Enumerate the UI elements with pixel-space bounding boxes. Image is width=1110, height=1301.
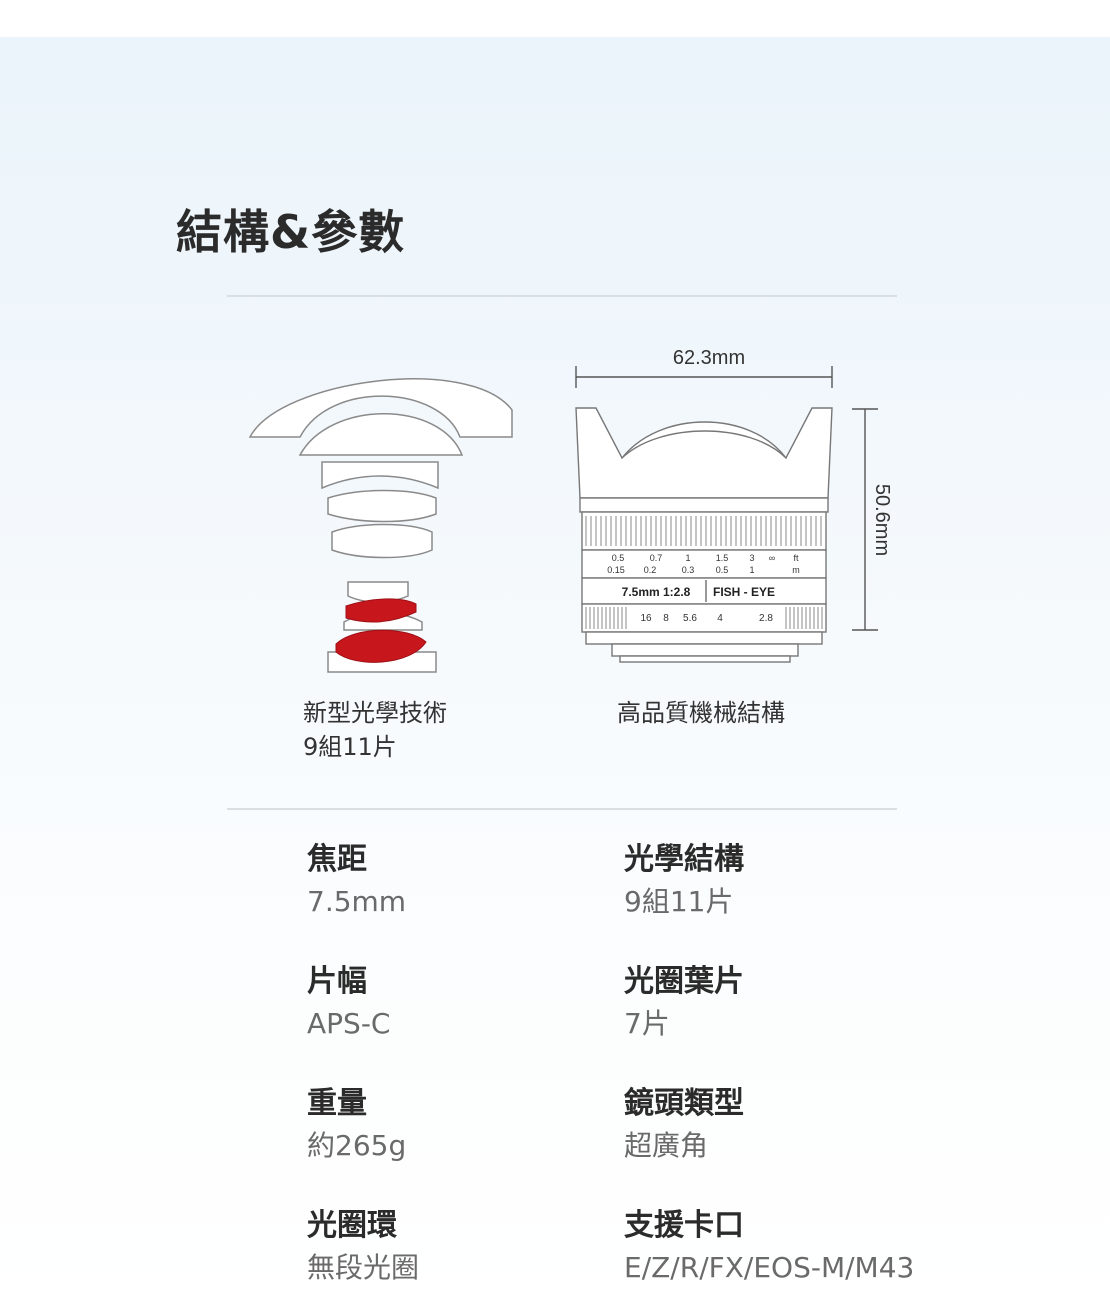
lens-type-label: FISH - EYE — [713, 585, 775, 599]
spec-label: 鏡頭類型 — [624, 1086, 744, 1121]
spec-label: 光學結構 — [624, 842, 744, 877]
focus-m-label: 0.5 — [716, 565, 729, 575]
focus-ft-label: 1.5 — [716, 553, 729, 563]
mechanics-caption: 高品質機械結構 — [617, 699, 785, 727]
spec-value: 7.5mm — [307, 885, 407, 918]
optics-caption-line1: 新型光學技術 — [303, 699, 447, 727]
lens-element-1 — [248, 378, 513, 438]
aperture-scale-label: 5.6 — [683, 613, 697, 624]
focus-grip-ribs — [585, 516, 822, 546]
lens-element-3 — [321, 461, 439, 490]
spec-label: 支援卡口 — [624, 1208, 744, 1243]
spec-label: 重量 — [307, 1086, 367, 1121]
focus-m-label: 0.2 — [644, 565, 657, 575]
height-dimension — [852, 408, 878, 631]
highlighted-lens-elements — [335, 598, 427, 663]
aperture-ring-ribs-left — [585, 607, 627, 629]
aperture-ring-ribs-right — [785, 607, 823, 629]
spec-value: 9組11片 — [624, 885, 734, 918]
width-label: 62.3mm — [673, 347, 745, 369]
focus-ft-label: ∞ — [769, 553, 775, 563]
aperture-scale-label: 2.8 — [759, 613, 773, 624]
lens-element-7-red — [345, 598, 417, 623]
spec-mount: 支援卡口 E/Z/R/FX/EOS-M/M43 — [624, 1206, 944, 1288]
spec-value: 7片 — [624, 1007, 670, 1040]
aperture-scale-label: 8 — [663, 613, 669, 624]
focus-m-row: 0.15 0.2 0.3 0.5 1 m — [607, 565, 800, 575]
lens-element-2 — [298, 413, 464, 456]
spec-value: APS-C — [307, 1007, 391, 1040]
name-band — [581, 577, 827, 605]
aperture-scale-row: 16 8 5.6 4 2.8 — [640, 613, 773, 624]
height-label: 50.6mm — [871, 484, 893, 556]
focus-ft-label: 3 — [749, 553, 754, 563]
spec-value: 超廣角 — [624, 1129, 709, 1162]
spec-label: 片幅 — [307, 964, 367, 999]
optics-caption-line2: 9組11片 — [303, 733, 397, 761]
spec-value: 約265g — [307, 1129, 407, 1162]
spec-aperture-blades: 光圈葉片 7片 — [624, 962, 944, 1044]
lens-name-label: 7.5mm 1:2.8 — [622, 585, 691, 599]
lens-elements-diagram — [248, 378, 513, 673]
spec-lens-type: 鏡頭類型 超廣角 — [624, 1084, 944, 1166]
focus-scale — [581, 549, 827, 579]
aperture-scale-label: 4 — [717, 613, 723, 624]
aperture-ring — [581, 603, 827, 633]
spec-value: 無段光圈 — [307, 1251, 420, 1284]
spec-value: E/Z/R/FX/EOS-M/M43 — [624, 1251, 915, 1284]
focus-m-label: 1 — [749, 565, 754, 575]
spec-label: 光圈環 — [307, 1208, 397, 1243]
focus-ft-label: 0.7 — [650, 553, 663, 563]
spec-aperture-ring: 光圈環 無段光圈 — [307, 1206, 627, 1288]
spec-label: 焦距 — [307, 842, 367, 877]
lens-element-9-red — [335, 629, 427, 663]
focus-ft-label: 1 — [685, 553, 690, 563]
lens-hood — [575, 407, 833, 499]
spec-focal-length: 焦距 7.5mm — [307, 840, 627, 922]
lens-element-5 — [331, 523, 433, 559]
spec-format: 片幅 APS-C — [307, 962, 627, 1044]
divider-middle — [227, 808, 897, 810]
focus-m-label: 0.3 — [682, 565, 695, 575]
spec-label: 光圈葉片 — [624, 964, 744, 999]
lens-element-4 — [327, 489, 437, 523]
focus-m-label: m — [792, 565, 800, 575]
spec-weight: 重量 約265g — [307, 1084, 627, 1166]
focus-ft-label: ft — [793, 553, 799, 563]
focus-grip — [581, 511, 827, 551]
focus-ft-row: 0.5 0.7 1 1.5 3 ∞ ft — [612, 553, 799, 563]
width-dimension — [575, 366, 833, 388]
aperture-scale-label: 16 — [640, 613, 652, 624]
focus-m-label: 0.15 — [607, 565, 625, 575]
optics-caption: 新型光學技術 9組11片 — [303, 696, 447, 764]
page-background — [0, 37, 1110, 1301]
page-title: 結構&參數 — [176, 205, 406, 259]
spec-optical-structure: 光學結構 9組11片 — [624, 840, 944, 922]
focus-ft-label: 0.5 — [612, 553, 625, 563]
divider-top — [227, 295, 897, 297]
